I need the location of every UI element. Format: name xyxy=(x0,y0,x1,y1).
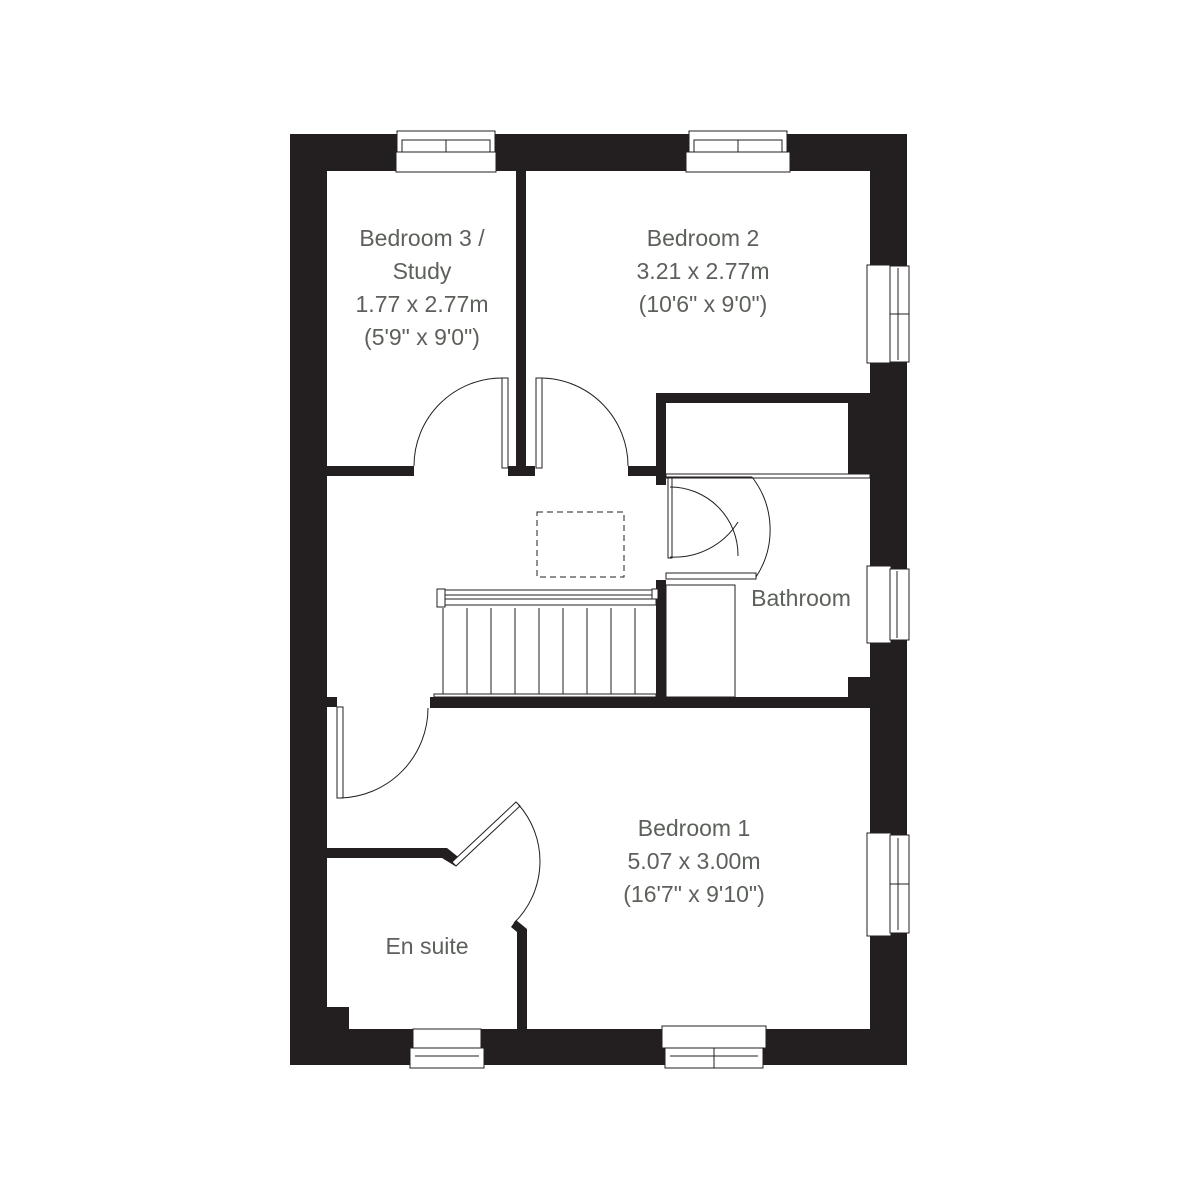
room-label-bathroom: Bathroom xyxy=(751,582,851,615)
wall-bed2-bath xyxy=(656,393,870,403)
room-label-bedroom3: Bedroom 3 / Study 1.77 x 2.77m (5'9" x 9… xyxy=(356,222,489,354)
wall-door-stub xyxy=(508,466,535,476)
wall-bath-corner xyxy=(848,677,870,698)
room-size-metric: 3.21 x 2.77m xyxy=(636,258,770,284)
door-bedroom1 xyxy=(336,706,429,799)
room-name: Bedroom 2 xyxy=(646,225,760,251)
wall-bed3-bottom xyxy=(327,466,414,476)
room-name: Bedroom 3 / xyxy=(359,225,485,251)
wall-bed2-bottom xyxy=(628,466,658,476)
room-size-metric: 1.77 x 2.77m xyxy=(355,291,489,317)
loft-hatch xyxy=(536,511,625,578)
wall-landing-stub xyxy=(327,697,337,707)
wall-stair-bath xyxy=(656,580,666,698)
room-label-bedroom1: Bedroom 1 5.07 x 3.00m (16'7" x 9'10") xyxy=(623,812,764,911)
wall-top xyxy=(290,134,907,171)
wall-ensuite-top xyxy=(327,848,462,866)
wall-bottom xyxy=(290,1029,907,1065)
window-bedroom1-right xyxy=(866,832,910,937)
doors xyxy=(336,377,871,924)
wall-bed3-bed2 xyxy=(516,171,526,468)
door-bathroom xyxy=(667,477,739,559)
wall-ensuite-right xyxy=(511,920,527,1029)
room-label-ensuite: En suite xyxy=(385,930,468,963)
room-label-bedroom2: Bedroom 2 3.21 x 2.77m (10'6" x 9'0") xyxy=(637,222,770,321)
wall-cupboard-left xyxy=(656,393,666,485)
room-name: Bathroom xyxy=(751,585,851,611)
room-size-imperial: (5'9" x 9'0") xyxy=(364,324,480,350)
wall-left xyxy=(290,134,327,1065)
window-bedroom1-bottom xyxy=(661,1025,767,1069)
window-bedroom3-top xyxy=(395,130,497,173)
window-bathroom-right xyxy=(866,565,910,644)
window-bedroom2-top xyxy=(685,130,791,173)
room-name-line2: Study xyxy=(392,258,452,284)
wall-cupboard-right xyxy=(848,393,870,477)
room-size-imperial: (10'6" x 9'0") xyxy=(638,291,768,317)
staircase xyxy=(433,588,659,698)
door-bedroom3 xyxy=(413,377,509,469)
room-size-imperial: (16'7" x 9'10") xyxy=(623,881,765,907)
windows xyxy=(395,130,910,1069)
window-bedroom2-right xyxy=(866,264,910,364)
door-cupboard xyxy=(665,473,871,580)
wall-landing-bed1 xyxy=(430,697,870,708)
room-name: En suite xyxy=(385,933,469,959)
door-bedroom2 xyxy=(535,377,629,469)
wall-ensuite-corner xyxy=(327,1007,349,1029)
bath-fixture xyxy=(665,584,736,698)
room-name: Bedroom 1 xyxy=(637,815,751,841)
room-size-metric: 5.07 x 3.00m xyxy=(627,848,761,874)
window-ensuite-bottom xyxy=(409,1028,485,1069)
door-ensuite xyxy=(451,801,541,924)
